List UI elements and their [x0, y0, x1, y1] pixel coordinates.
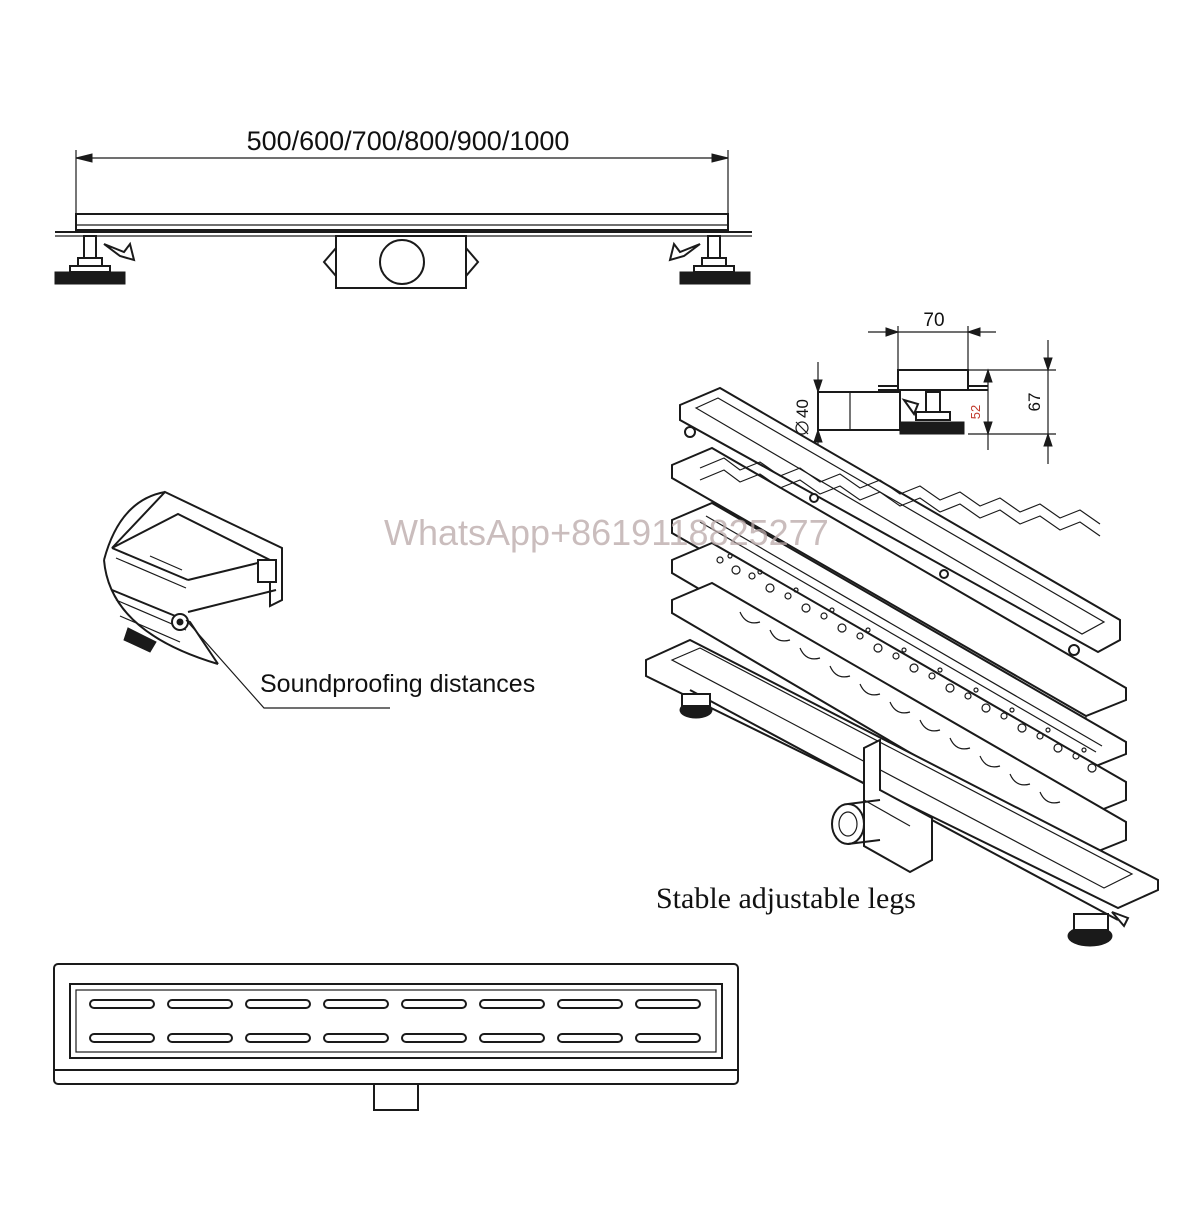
- top-view: [53, 963, 739, 1111]
- outlet-stub: [373, 1083, 419, 1111]
- width-label: 70: [923, 310, 944, 331]
- pipe-section: [817, 391, 901, 431]
- left-leg: [54, 235, 136, 285]
- length-label: 500/600/700/800/900/1000: [247, 126, 570, 156]
- grate-slot: [89, 999, 155, 1009]
- soundproofing-label: Soundproofing distances: [260, 670, 535, 698]
- leader-line: [185, 619, 390, 709]
- grate-slot: [245, 999, 311, 1009]
- legs-label: Stable adjustable legs: [656, 882, 916, 915]
- grate-slot: [479, 999, 545, 1009]
- grate-slot: [635, 999, 701, 1009]
- grate-slot: [401, 1033, 467, 1043]
- cover-edge: [111, 490, 283, 608]
- inner-height-label: 52: [968, 405, 983, 419]
- layer-key-grate: [671, 446, 1127, 728]
- side-view: 500/600/700/800/900/1000: [54, 126, 752, 289]
- grate-slot: [167, 1033, 233, 1043]
- soundproofing-detail: Soundproofing distances: [103, 490, 535, 709]
- right-leg: [668, 235, 751, 285]
- grate-slot: [401, 999, 467, 1009]
- channel-section: [897, 369, 969, 391]
- grate-slot: [557, 999, 623, 1009]
- watermark: WhatsApp+8619118825277: [384, 512, 829, 553]
- grate-slot: [635, 1033, 701, 1043]
- grate-slot: [479, 1033, 545, 1043]
- grate-slot: [323, 1033, 389, 1043]
- layer-cover-frame: [679, 386, 1121, 656]
- layer-wave-grate: [671, 581, 1127, 868]
- grate-outline: [69, 983, 723, 1059]
- exploded-view: Stable adjustable legs: [645, 386, 1159, 947]
- section-view: 70 40 52 67: [793, 310, 1056, 464]
- grate-slot: [557, 1033, 623, 1043]
- grate-slot: [245, 1033, 311, 1043]
- grate-slot: [167, 999, 233, 1009]
- base-channel: [645, 638, 1159, 947]
- outlet-pipe-end: [379, 239, 425, 285]
- total-height-label: 67: [1025, 393, 1044, 412]
- diameter-symbol-icon: [795, 421, 809, 435]
- layer-perforated-grate: [671, 541, 1127, 828]
- leg-foot-section: [899, 421, 965, 435]
- pipe-dia-label-group: 40: [793, 399, 812, 435]
- exploded-outlet-pipe: [831, 803, 865, 845]
- grate-slot: [323, 999, 389, 1009]
- channel-side: [75, 213, 729, 231]
- grate-slots: [89, 999, 701, 1043]
- dim-arrow-left: [75, 153, 93, 163]
- grate-slot: [89, 1033, 155, 1043]
- layer-slot-grate: [671, 501, 1127, 782]
- dim-arrow-right: [711, 153, 729, 163]
- pipe-dia-label: 40: [793, 399, 812, 418]
